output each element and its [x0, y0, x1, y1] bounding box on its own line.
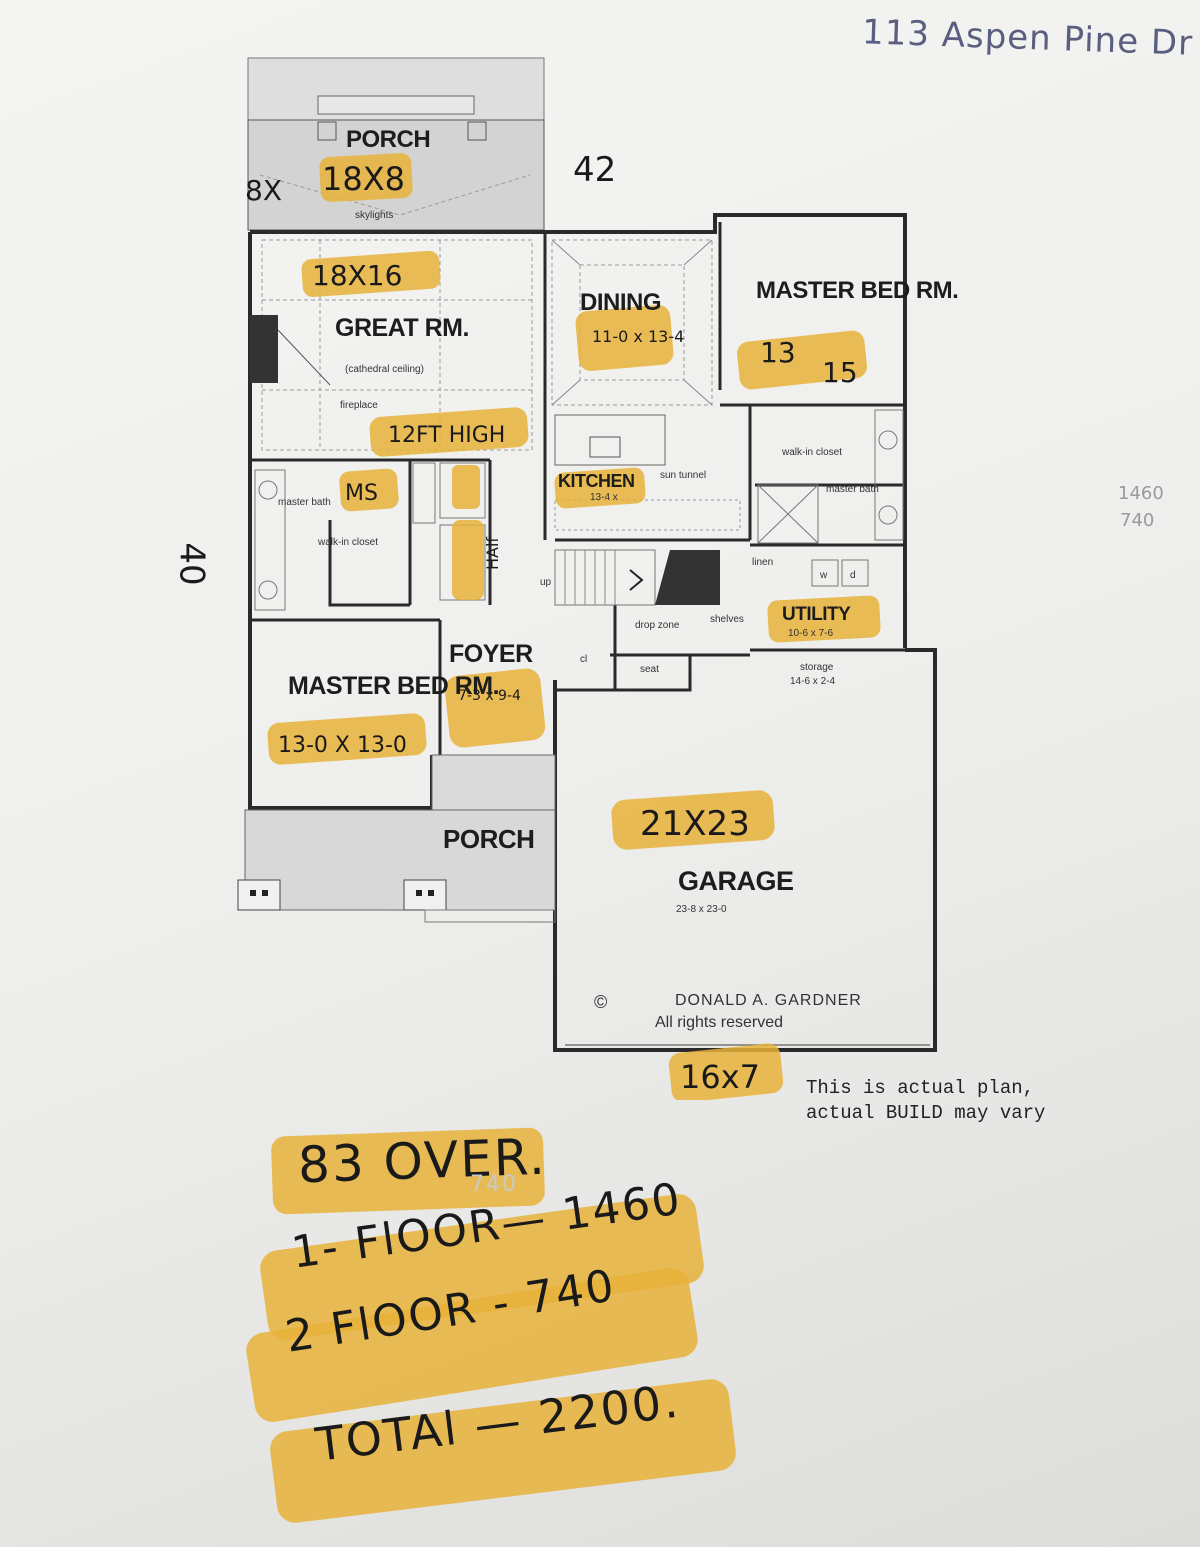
- storage-label: storage: [800, 662, 834, 673]
- garage-size: 21X23: [640, 804, 750, 844]
- front-porch-area: [237, 754, 556, 923]
- rear-porch-size: 18X8: [322, 160, 405, 198]
- side-note-2: 740: [1120, 510, 1155, 531]
- stairs-up-label: up: [540, 577, 552, 588]
- closet-label: cl: [580, 654, 587, 665]
- copyright-symbol: ©: [594, 992, 607, 1012]
- utility-label: UTILITY: [782, 604, 851, 625]
- linen-label: linen: [752, 557, 773, 568]
- half-bath-label: HAlf: [483, 537, 502, 570]
- great-room-label: GREAT RM.: [335, 314, 469, 342]
- foyer-label: FOYER: [449, 640, 533, 668]
- utility-size: 10-6 x 7-6: [788, 628, 833, 639]
- width-dimension: 42: [573, 150, 617, 190]
- sun-tunnel-label: sun tunnel: [660, 470, 706, 481]
- room-labels: PORCH 18X8 8X skylights 18X16 GREAT RM. …: [245, 126, 959, 1096]
- rear-porch-prefix: 8X: [245, 174, 282, 207]
- foyer-size: 7-3 x 9-4: [458, 688, 521, 704]
- plan-disclaimer: This is actual plan, actual BUILD may va…: [806, 1077, 1046, 1124]
- washer-label: w: [819, 570, 828, 581]
- interior-walls: [250, 222, 905, 808]
- front-porch-label: PORCH: [443, 824, 534, 854]
- side-note-1: 1460: [1118, 483, 1164, 504]
- kitchen-island: [554, 414, 741, 531]
- great-room-ceiling-note: (cathedral ceiling): [345, 364, 424, 375]
- fireplace-label: fireplace: [340, 400, 378, 411]
- master-bed-1-size: 13: [760, 336, 796, 369]
- stairs: [554, 549, 720, 606]
- fireplace-icon: [250, 315, 331, 386]
- garage-orig-size: 23-8 x 23-0: [676, 904, 727, 915]
- drop-zone-label: drop zone: [635, 620, 680, 631]
- dryer-label: d: [850, 570, 856, 581]
- master-bath-2-label: master bath: [278, 497, 331, 508]
- rear-porch-label: PORCH: [346, 126, 430, 153]
- dining-label: DINING: [580, 289, 661, 316]
- master-bed-2-label: MASTER BED RM.: [288, 672, 499, 700]
- walk-in-closet-2-label: walk-in closet: [317, 537, 378, 548]
- master-bed-1-label: MASTER BED RM.: [756, 277, 958, 304]
- master-bath-1-label: master bath: [826, 484, 879, 495]
- seat-label: seat: [640, 664, 659, 675]
- rear-porch-area: [247, 57, 545, 231]
- storage-size: 14-6 x 2-4: [790, 676, 835, 687]
- skylights-label: skylights: [355, 210, 393, 221]
- garage-door-size: 16x7: [680, 1058, 760, 1096]
- copyright-name: DONALD A. GARDNER: [675, 992, 862, 1009]
- bath-fixtures: [254, 409, 904, 611]
- kitchen-size: 13-4 x: [590, 492, 618, 503]
- master-bed-2-size: 13-0 X 13-0: [278, 733, 407, 758]
- dining-size: 11-0 x 13-4: [592, 327, 684, 346]
- copyright-rights: All rights reserved: [655, 1014, 783, 1031]
- kitchen-label: KITCHEN: [558, 471, 635, 491]
- master-bath-2-highlight: MS: [345, 481, 378, 506]
- great-room-height: 12FT HIGH: [388, 423, 505, 448]
- floor-plan: PORCH 18X8 8X skylights 18X16 GREAT RM. …: [237, 57, 959, 1100]
- outer-walls: [248, 213, 937, 1052]
- great-room-size: 18X16: [312, 259, 402, 292]
- walk-in-closet-1-label: walk-in closet: [781, 447, 842, 458]
- highlighter-marks: [267, 153, 881, 1100]
- garage-label: GARAGE: [678, 866, 794, 896]
- shelves-label: shelves: [710, 614, 744, 625]
- tally-faint: 740: [470, 1172, 518, 1197]
- master-bed-1-size-2: 15: [822, 356, 858, 389]
